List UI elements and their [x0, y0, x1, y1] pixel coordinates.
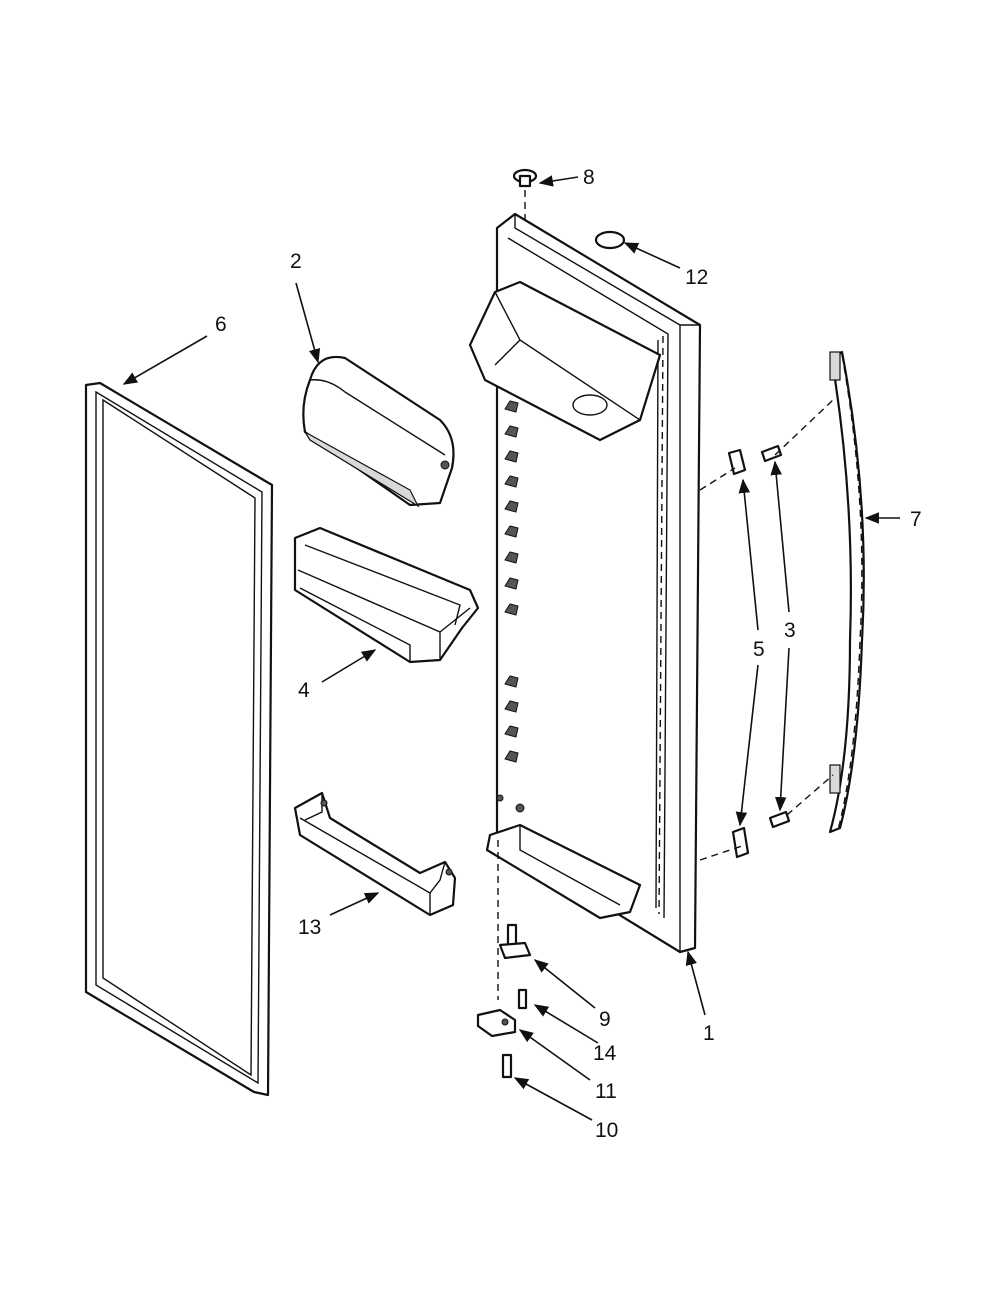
- shelf-support-bump: [504, 577, 519, 590]
- callout-3: 3: [784, 619, 796, 642]
- callout-1: 1: [703, 1022, 715, 1045]
- hinge-bushing: [594, 230, 626, 250]
- shelf-support-bump: [504, 603, 519, 616]
- shelf-support-bump: [504, 425, 519, 438]
- callout-6: 6: [215, 313, 227, 336]
- callout-10: 10: [595, 1119, 618, 1142]
- callout-11: 11: [595, 1080, 617, 1103]
- hinge-cap: [512, 168, 538, 188]
- callout-9: 9: [599, 1008, 611, 1031]
- callout-7: 7: [910, 508, 922, 531]
- shelf-bar: [293, 791, 457, 917]
- lower-hinge-pin: [498, 923, 532, 960]
- shelf-support-bump: [504, 475, 519, 488]
- assembly-lines: [497, 190, 834, 1000]
- callout-5: 5: [753, 638, 765, 661]
- shelf-support-bump: [504, 400, 519, 413]
- shelf-support-bump: [504, 675, 519, 688]
- callout-8: 8: [583, 166, 595, 189]
- shelf-support-bump: [504, 525, 519, 538]
- leader-lines: [122, 175, 900, 1121]
- shelf-support-bump: [504, 450, 519, 463]
- callout-4: 4: [298, 679, 310, 702]
- callout-14: 14: [593, 1042, 617, 1065]
- shelf-support-bump: [504, 725, 519, 738]
- callout-2: 2: [290, 250, 302, 273]
- callout-13: 13: [298, 916, 321, 939]
- handle-mounting-studs: [727, 448, 750, 859]
- callout-labels: 1 2 3 4 5 6 7 8 9 10 11 12 13 14: [215, 166, 922, 1142]
- dispenser-cover: [302, 355, 455, 508]
- door-handle: [828, 350, 865, 834]
- shelf-support-bump: [504, 750, 519, 763]
- handle-screws: [760, 444, 791, 829]
- hinge-bolt: [501, 1053, 513, 1079]
- shelf-support-bump: [504, 700, 519, 713]
- callout-12: 12: [685, 266, 708, 289]
- door-bin: [293, 526, 480, 664]
- door-gasket: [84, 381, 274, 1097]
- hinge-screw: [517, 988, 528, 1010]
- shelf-support-bump: [504, 551, 519, 564]
- hinge-bracket: [476, 1008, 517, 1038]
- shelf-support-bump: [504, 500, 519, 513]
- refrigerator-door: [468, 212, 702, 954]
- shelf-supports: [504, 400, 519, 763]
